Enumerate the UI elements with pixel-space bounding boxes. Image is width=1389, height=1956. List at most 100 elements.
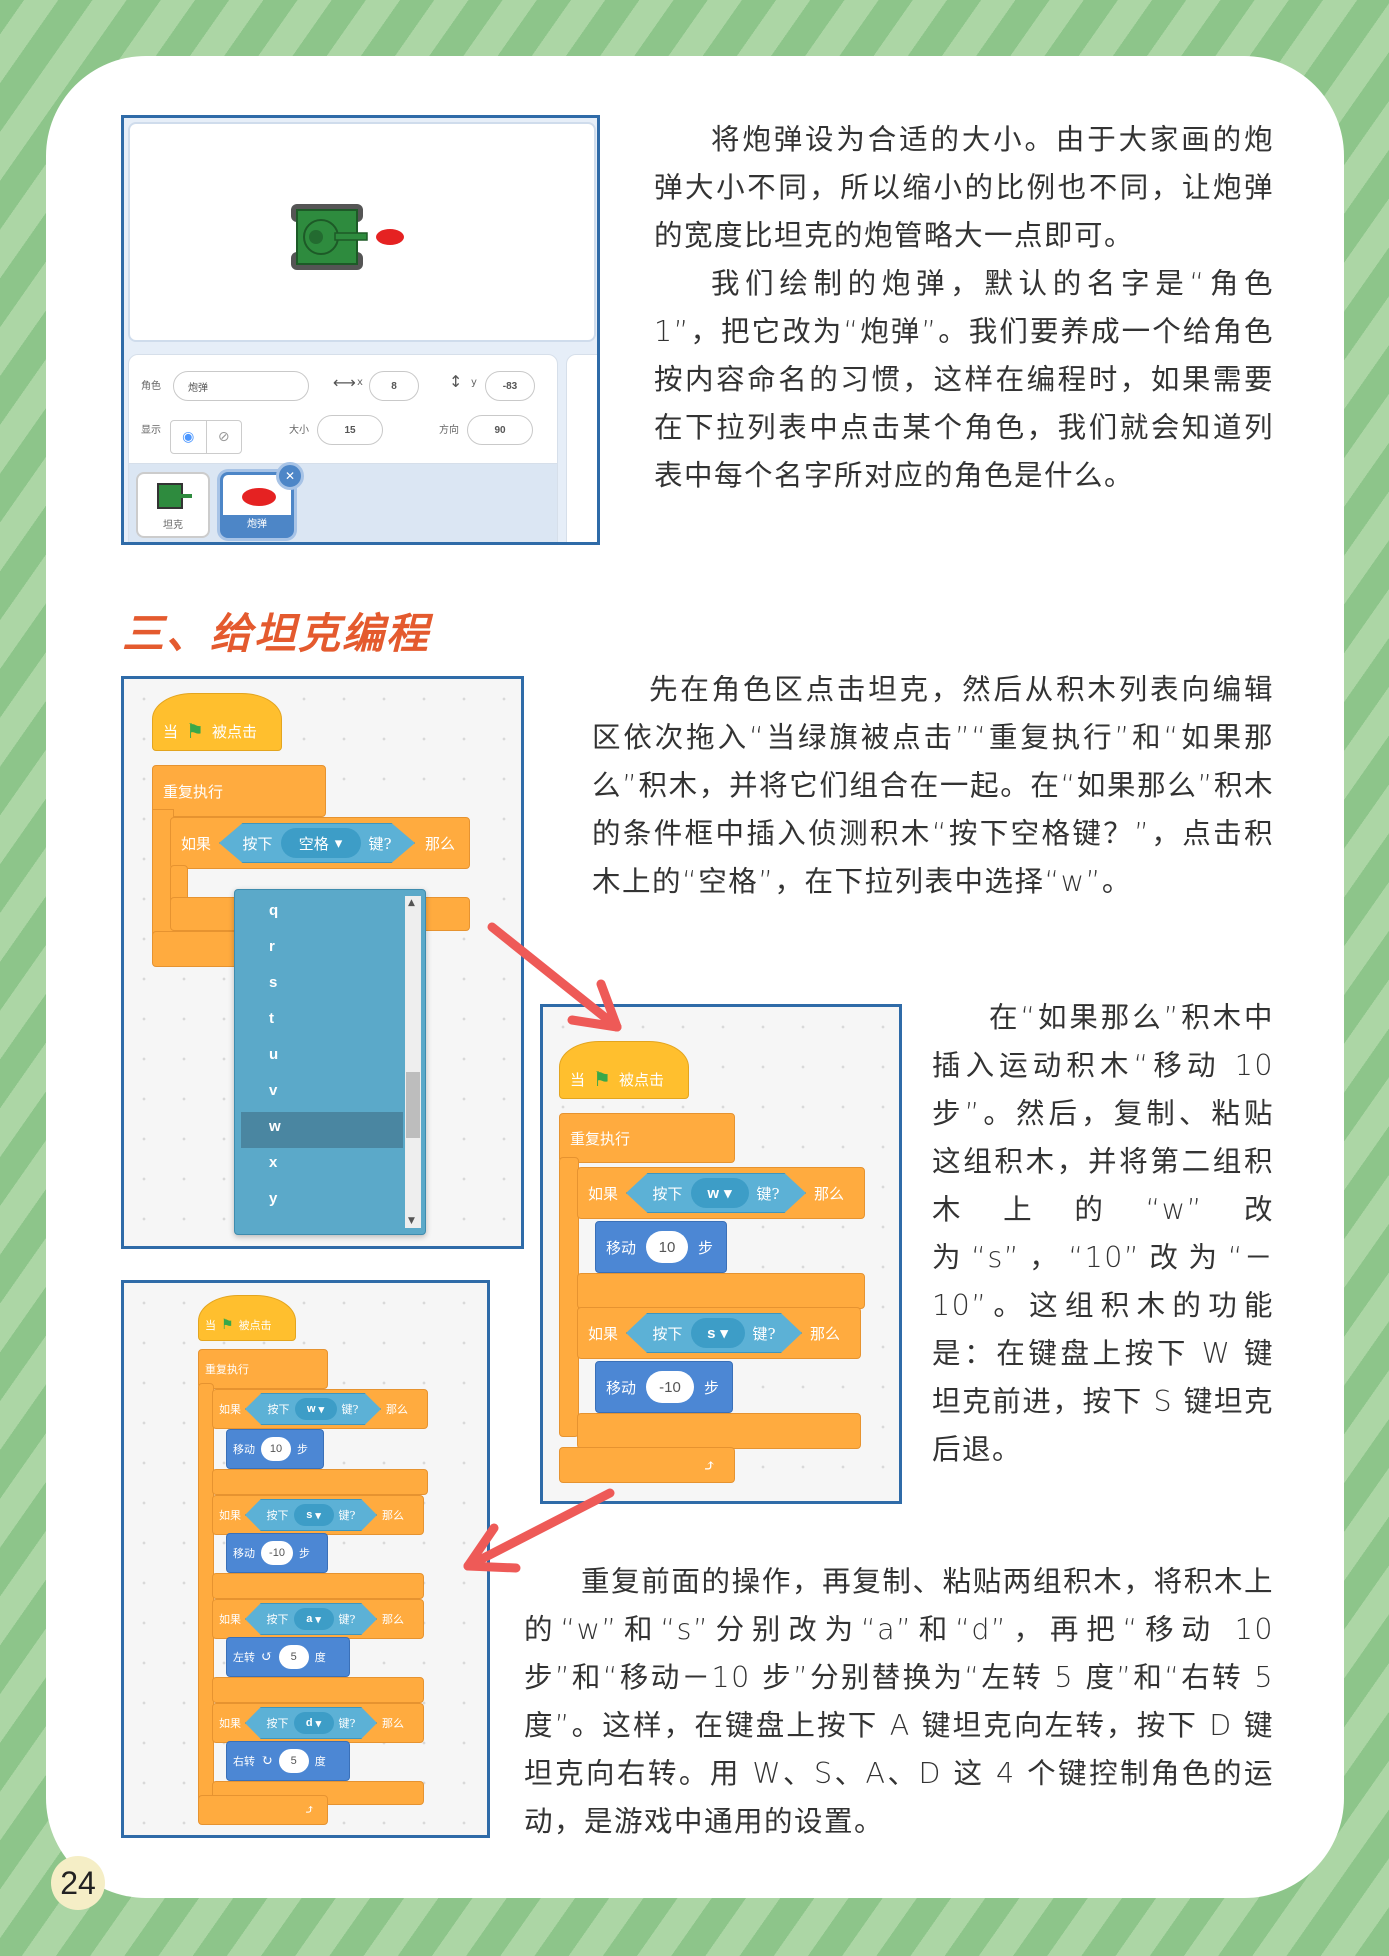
- steps-input[interactable]: -10: [261, 1541, 293, 1565]
- x-input[interactable]: 8: [369, 371, 419, 401]
- dropdown-item-t[interactable]: t: [269, 1010, 274, 1027]
- show-label: 显示: [141, 425, 161, 436]
- key-pressed-block[interactable]: 按下 a ▾ 键?: [245, 1603, 377, 1635]
- block-text: 被点击: [211, 722, 257, 741]
- show-eye-icon[interactable]: ◉: [171, 421, 207, 453]
- block-text: 那么: [386, 1403, 408, 1416]
- dropdown-item-u[interactable]: u: [269, 1046, 279, 1063]
- sprite-info-panel: 角色 炮弹 ⟷ x 8 ↕ y -83 显示 大小 15 方向 90: [128, 354, 558, 464]
- key-pressed-block[interactable]: 按下 d ▾ 键?: [245, 1707, 377, 1739]
- block-text: 键?: [752, 1324, 776, 1343]
- block-text: 键?: [341, 1403, 359, 1416]
- y-input[interactable]: -83: [485, 371, 535, 401]
- key-dropdown[interactable]: w ▾: [294, 1398, 337, 1420]
- block-text: 按下: [267, 1403, 290, 1416]
- block-text: 步: [297, 1443, 308, 1456]
- block-text: 移动: [233, 1547, 255, 1560]
- key-dropdown[interactable]: d ▾: [293, 1712, 334, 1734]
- key-pressed-block[interactable]: 按下 空格 ▾ 键?: [219, 823, 416, 863]
- block-text: 如果: [181, 834, 212, 853]
- block-text: 重复执行: [205, 1363, 249, 1376]
- key-dropdown[interactable]: s ▾: [293, 1504, 334, 1526]
- forever-block[interactable]: 重复执行: [559, 1113, 735, 1163]
- forever-bottom: ⤴: [198, 1795, 328, 1825]
- move-block[interactable]: 移动 -10 步: [595, 1361, 733, 1413]
- if-then-block-s[interactable]: 如果 按下 s ▾ 键? 那么: [212, 1495, 424, 1535]
- key-value: s: [306, 1509, 313, 1521]
- rotate-right-icon: ↻: [261, 1753, 273, 1769]
- paragraph-shell-size: 将炮弹设为合适的大小。由于大家画的炮弹大小不同，所以缩小的比例也不同，让炮弹的宽…: [654, 116, 1274, 500]
- key-dropdown[interactable]: s ▾: [690, 1318, 745, 1348]
- loop-arrow-icon: ⤴: [304, 1802, 315, 1818]
- key-dropdown-menu[interactable]: q r s t u v w x y ▲ ▼: [234, 889, 426, 1235]
- if-then-block-a[interactable]: 如果 按下 a ▾ 键? 那么: [212, 1599, 424, 1639]
- when-flag-clicked-block[interactable]: 当 ⚑ 被点击: [559, 1041, 689, 1099]
- stage-screenshot: 角色 炮弹 ⟷ x 8 ↕ y -83 显示 大小 15 方向 90 ◉ ⊘ 坦…: [121, 115, 600, 545]
- steps-input[interactable]: -10: [646, 1371, 695, 1403]
- turn-left-block[interactable]: 左转 ↺ 5 度: [226, 1637, 350, 1677]
- scroll-down-icon[interactable]: ▼: [408, 1216, 415, 1226]
- sprite-name-input[interactable]: 炮弹: [173, 371, 309, 401]
- paragraph-text: 重复前面的操作，再复制、粘贴两组积木，将积木上的“w”和“s”分别改为“a”和“…: [524, 1565, 1274, 1838]
- degrees-input[interactable]: 5: [278, 1749, 309, 1773]
- block-text: 按下: [652, 1324, 683, 1343]
- dropdown-item-y[interactable]: y: [269, 1190, 278, 1207]
- block-text: 那么: [425, 834, 456, 853]
- forever-block[interactable]: 重复执行: [152, 765, 326, 817]
- if-then-block-w[interactable]: 如果 按下 w ▾ 键? 那么: [577, 1167, 865, 1219]
- dropdown-item-q[interactable]: q: [269, 902, 279, 919]
- chevron-down-icon: ▾: [724, 1185, 732, 1202]
- dropdown-item-r[interactable]: r: [269, 938, 275, 955]
- turn-right-block[interactable]: 右转 ↻ 5 度: [226, 1741, 350, 1781]
- key-dropdown[interactable]: w ▾: [690, 1178, 749, 1208]
- block-text: 移动: [606, 1238, 637, 1257]
- size-input[interactable]: 15: [317, 415, 383, 445]
- chevron-down-icon: ▾: [315, 1613, 321, 1626]
- block-text: 键?: [368, 834, 392, 853]
- scroll-up-icon[interactable]: ▲: [408, 898, 415, 908]
- dropdown-item-v[interactable]: v: [269, 1082, 278, 1099]
- chevron-down-icon: ▾: [334, 834, 343, 852]
- dropdown-scrollbar[interactable]: ▲ ▼: [405, 896, 421, 1228]
- key-pressed-block[interactable]: 按下 w ▾ 键?: [245, 1393, 381, 1425]
- if-then-block-w[interactable]: 如果 按下 w ▾ 键? 那么: [212, 1389, 428, 1429]
- if-then-block[interactable]: 如果 按下 空格 ▾ 键? 那么: [170, 817, 470, 869]
- key-value: s: [707, 1324, 716, 1342]
- if-then-block-d[interactable]: 如果 按下 d ▾ 键? 那么: [212, 1703, 424, 1743]
- when-flag-clicked-block[interactable]: 当 ⚑ 被点击: [152, 693, 282, 751]
- forever-bottom: ⤴: [559, 1447, 735, 1483]
- key-pressed-block[interactable]: 按下 w ▾ 键?: [626, 1173, 807, 1213]
- key-pressed-block[interactable]: 按下 s ▾ 键?: [626, 1313, 803, 1353]
- block-text: 键?: [338, 1717, 356, 1730]
- rotate-left-icon: ↺: [261, 1649, 273, 1665]
- when-flag-clicked-block[interactable]: 当 ⚑ 被点击: [198, 1295, 296, 1341]
- block-text: 当: [570, 1070, 586, 1089]
- hide-eye-icon[interactable]: ⊘: [217, 429, 230, 445]
- direction-input[interactable]: 90: [467, 415, 533, 445]
- if-bottom: [212, 1469, 428, 1495]
- section-heading: 三、给坦克编程: [122, 609, 431, 658]
- move-block[interactable]: 移动 10 步: [226, 1429, 324, 1469]
- steps-input[interactable]: 10: [646, 1231, 689, 1263]
- delete-sprite-icon[interactable]: ✕: [276, 462, 304, 490]
- move-block[interactable]: 移动 -10 步: [226, 1533, 328, 1573]
- degrees-input[interactable]: 5: [278, 1645, 309, 1669]
- sprite-thumb-shell[interactable]: 炮弹: [220, 472, 294, 538]
- steps-input[interactable]: 10: [261, 1437, 291, 1461]
- if-then-block-s[interactable]: 如果 按下 s ▾ 键? 那么: [577, 1307, 861, 1359]
- forever-block[interactable]: 重复执行: [198, 1349, 328, 1389]
- dropdown-item-s[interactable]: s: [269, 974, 278, 991]
- scrollbar-thumb[interactable]: [406, 1072, 420, 1138]
- key-dropdown[interactable]: 空格 ▾: [280, 828, 361, 858]
- key-dropdown[interactable]: a ▾: [293, 1608, 334, 1630]
- visibility-toggle[interactable]: ◉ ⊘: [170, 420, 242, 454]
- move-block[interactable]: 移动 10 步: [595, 1221, 727, 1273]
- green-flag-icon: ⚑: [593, 1067, 611, 1091]
- dropdown-item-x[interactable]: x: [269, 1154, 278, 1171]
- block-text: 那么: [814, 1184, 845, 1203]
- key-pressed-block[interactable]: 按下 s ▾ 键?: [245, 1499, 377, 1531]
- dropdown-item-w[interactable]: w: [269, 1118, 281, 1135]
- block-text: 那么: [810, 1324, 841, 1343]
- block-text: 如果: [219, 1613, 241, 1626]
- sprite-thumb-tank[interactable]: 坦克: [136, 472, 210, 538]
